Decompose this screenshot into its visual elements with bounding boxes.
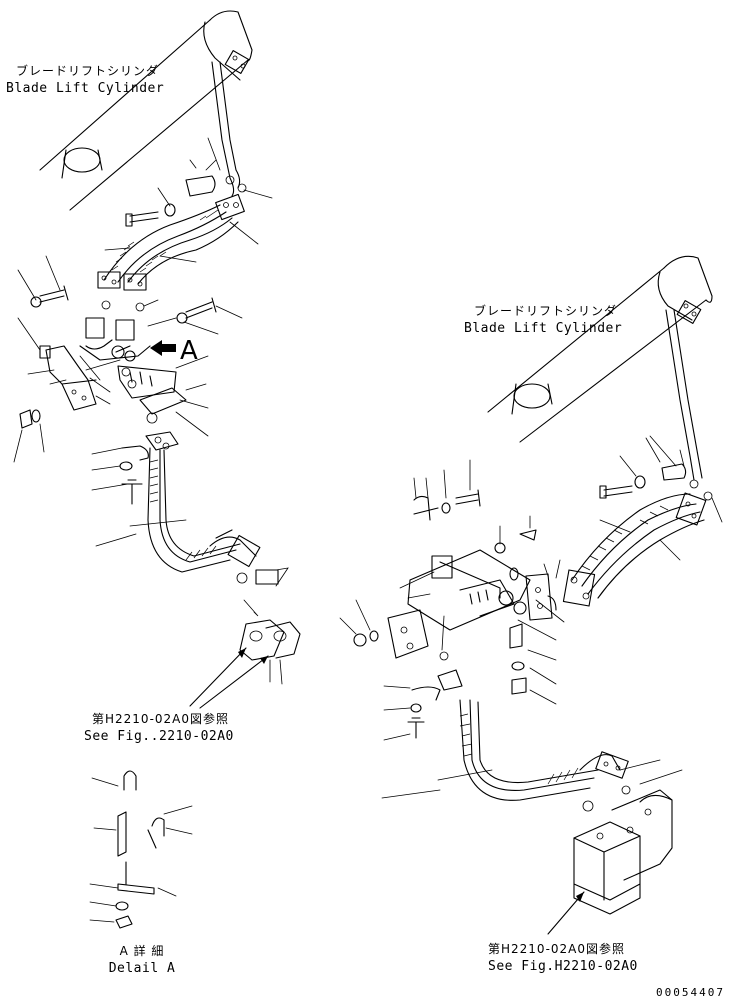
- left-cylinder-label-en: Blade Lift Cylinder: [6, 81, 165, 96]
- left-upper-hoses: [97, 193, 259, 291]
- detail-a-title-en: Delail A: [108, 961, 176, 976]
- right-bolts-washers: [413, 437, 687, 554]
- left-ref-blocks: [189, 599, 301, 709]
- right-cylinder-label-jp: ブレードリフトシリンダ: [474, 304, 618, 318]
- drawing-code: 00054407: [656, 986, 725, 999]
- view-a-arrow: [150, 340, 176, 356]
- right-cylinder-tube-lines: [649, 309, 723, 523]
- left-reference-en: See Fig..2210-02A0: [84, 729, 234, 744]
- detail-a-drawing: [89, 770, 193, 929]
- detail-a-title-jp: A 詳 細: [119, 944, 165, 958]
- right-blade-lift-cylinder: [487, 255, 713, 443]
- left-lower-hoses: [91, 431, 289, 587]
- right-ref-blocks: [547, 759, 683, 935]
- right-reference-jp: 第H2210-02A0図参照: [488, 942, 626, 956]
- left-valve-block-assembly: [79, 317, 209, 437]
- left-bolts-washers: [17, 159, 243, 335]
- right-cylinder-label-en: Blade Lift Cylinder: [464, 321, 623, 336]
- view-a-marker: A: [180, 336, 198, 366]
- left-blade-lift-cylinder: [39, 10, 253, 211]
- right-lower-hoses: [381, 669, 629, 801]
- right-upper-hoses: [562, 492, 707, 607]
- right-reference-en: See Fig.H2210-02A0: [488, 959, 638, 974]
- left-reference-jp: 第H2210-02A0図参照: [92, 712, 230, 726]
- right-valve-bracket-assembly: [339, 549, 565, 705]
- left-cylinder-tube-lines: [207, 61, 273, 199]
- left-cylinder-label-jp: ブレードリフトシリンダ: [16, 64, 160, 78]
- left-bracket: [13, 317, 111, 463]
